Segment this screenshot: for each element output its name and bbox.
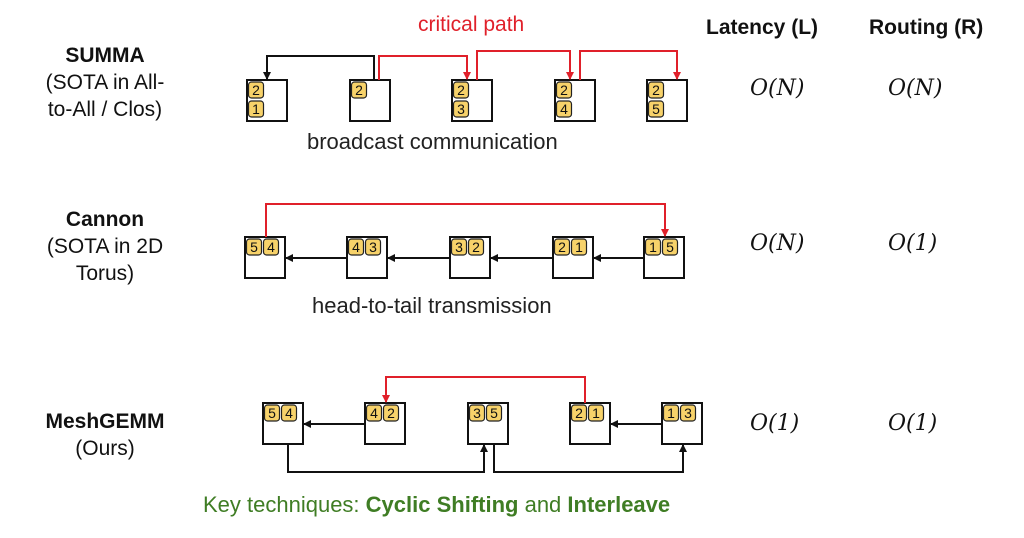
critical-path-label: critical path (418, 13, 525, 36)
data-tile-label: 4 (352, 239, 360, 255)
data-tile-label: 2 (472, 239, 480, 255)
data-tile (467, 238, 485, 256)
interleave-arrow (287, 444, 488, 473)
data-tile (679, 404, 697, 422)
data-tile-label: 5 (652, 101, 660, 117)
data-tile-label: 2 (457, 82, 465, 98)
broadcast-arrow (263, 55, 375, 80)
algorithm-subtitle: Torus) (75, 262, 135, 285)
data-tile (553, 238, 571, 256)
latency-cannon: O(N) (750, 231, 805, 256)
key-techniques-footer: Key techniques: Cyclic Shifting and Inte… (203, 492, 670, 518)
data-tile (280, 404, 298, 422)
data-tile (262, 238, 280, 256)
column-header-latency: Latency (L) (706, 16, 819, 39)
data-tile (245, 238, 263, 256)
algorithm-subtitle: (SOTA in 2D (46, 235, 164, 258)
critical-path-arrow (265, 203, 669, 237)
column-header-routing: Routing (R) (869, 16, 984, 39)
caption-head-to-tail: head-to-tail transmission (312, 293, 552, 318)
data-tile-label: 1 (592, 405, 600, 421)
data-tile-label: 1 (667, 405, 675, 421)
algorithm-name: Cannon (65, 208, 145, 231)
row-label-summa: SUMMA (SOTA in All- to-All / Clos) (10, 42, 200, 123)
data-tile-label: 2 (560, 82, 568, 98)
data-tile (452, 100, 470, 118)
data-tile-label: 2 (652, 82, 660, 98)
data-tile (247, 100, 265, 118)
row-label-cannon: Cannon (SOTA in 2D Torus) (10, 206, 200, 287)
data-tile (450, 238, 468, 256)
algorithm-subtitle: to-All / Clos) (47, 98, 163, 121)
data-tile (263, 404, 281, 422)
latency-meshgemm: O(1) (750, 411, 800, 436)
data-tile-label: 2 (575, 405, 583, 421)
data-tile (555, 81, 573, 99)
algorithm-name: SUMMA (65, 44, 145, 67)
routing-cannon: O(1) (888, 231, 938, 256)
data-tile (570, 404, 588, 422)
data-tile-label: 3 (473, 405, 481, 421)
data-tile (485, 404, 503, 422)
critical-path-arrow (378, 55, 471, 80)
data-tile (587, 404, 605, 422)
data-tile-label: 4 (370, 405, 378, 421)
data-tile-label: 4 (267, 239, 275, 255)
data-tile (468, 404, 486, 422)
data-tile (647, 81, 665, 99)
routing-meshgemm: O(1) (888, 411, 938, 436)
technique-cyclic-shifting: Cyclic Shifting (365, 492, 519, 517)
data-tile-label: 5 (666, 239, 674, 255)
data-tile-label: 3 (369, 239, 377, 255)
data-tile-label: 3 (457, 101, 465, 117)
data-tile (364, 238, 382, 256)
data-tile-label: 4 (560, 101, 568, 117)
data-tile-label: 2 (558, 239, 566, 255)
data-tile-label: 3 (455, 239, 463, 255)
data-tile-label: 2 (252, 82, 260, 98)
data-tile-label: 5 (268, 405, 276, 421)
data-tile (661, 238, 679, 256)
data-tile (647, 100, 665, 118)
data-tile (365, 404, 383, 422)
data-tile-label: 2 (387, 405, 395, 421)
data-tile (382, 404, 400, 422)
data-tile (247, 81, 265, 99)
data-tile-label: 1 (575, 239, 583, 255)
data-tile-label: 5 (250, 239, 258, 255)
data-tile (662, 404, 680, 422)
data-tile (555, 100, 573, 118)
technique-interleave: Interleave (567, 492, 671, 517)
routing-summa: O(N) (888, 76, 943, 101)
algorithm-subtitle: (Ours) (75, 437, 135, 460)
data-tile (350, 81, 368, 99)
row-label-meshgemm: MeshGEMM (Ours) (10, 408, 200, 462)
caption-broadcast: broadcast communication (307, 129, 558, 154)
data-tile-label: 2 (355, 82, 363, 98)
footer-prefix: Key techniques: (203, 492, 366, 517)
data-tile (644, 238, 662, 256)
interleave-arrow (493, 444, 687, 473)
footer-mid: and (518, 492, 568, 517)
algorithm-subtitle: (SOTA in All- (45, 71, 165, 94)
latency-summa: O(N) (750, 76, 805, 101)
algorithm-name: MeshGEMM (45, 410, 165, 433)
data-tile-label: 4 (285, 405, 293, 421)
data-tile-label: 1 (649, 239, 657, 255)
critical-path-arrow (579, 50, 681, 80)
critical-path-arrow (476, 50, 574, 80)
data-tile-label: 1 (252, 101, 260, 117)
data-tile (452, 81, 470, 99)
data-tile-label: 5 (490, 405, 498, 421)
data-tile-label: 3 (684, 405, 692, 421)
data-tile (347, 238, 365, 256)
data-tile (570, 238, 588, 256)
critical-path-arrow (382, 376, 586, 403)
